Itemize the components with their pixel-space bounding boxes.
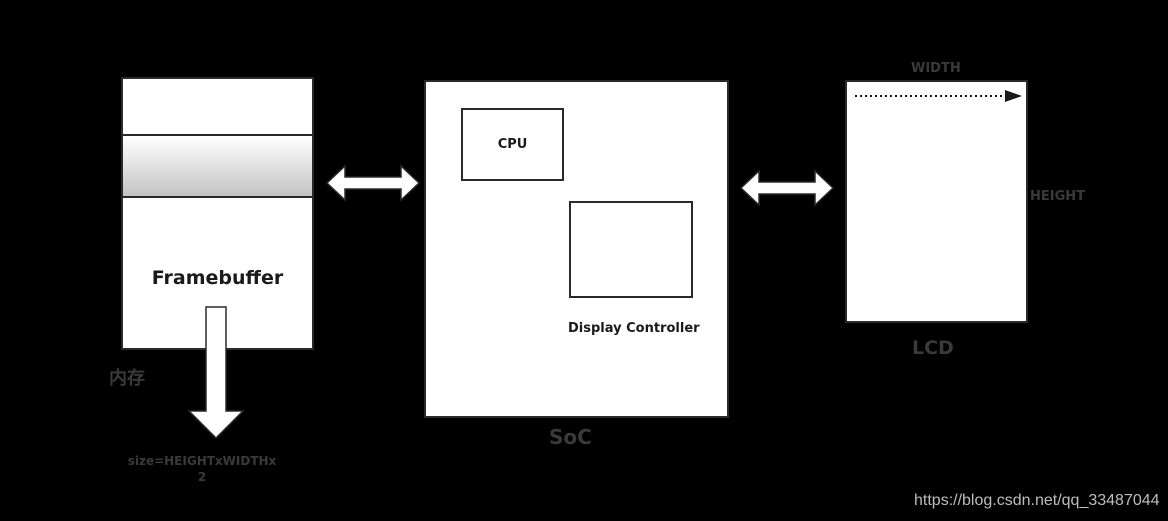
- watermark: https://blog.csdn.net/qq_33487044: [914, 492, 1160, 509]
- lcd-width-label: WIDTH: [911, 61, 961, 76]
- cpu-box: CPU: [461, 108, 564, 181]
- display-controller-label: Display Controller: [568, 321, 700, 336]
- soc-box: CPU Display Controller: [424, 80, 729, 418]
- cpu-label: CPU: [497, 137, 528, 152]
- lcd-height-label: HEIGHT: [1030, 189, 1086, 204]
- soc-label: SoC: [549, 425, 592, 449]
- memory-label: 内存: [109, 368, 145, 389]
- size-label-line1: size=HEIGHTxWIDTHx: [127, 454, 277, 468]
- framebuffer-label: Framebuffer: [151, 267, 284, 289]
- lcd-box: [845, 80, 1028, 323]
- size-label-line2: 2: [197, 470, 207, 484]
- framebuffer-box: Framebuffer: [121, 77, 314, 350]
- framebuffer-gradient-band: [123, 134, 312, 198]
- display-controller-box: [569, 201, 693, 298]
- lcd-label: LCD: [912, 337, 954, 359]
